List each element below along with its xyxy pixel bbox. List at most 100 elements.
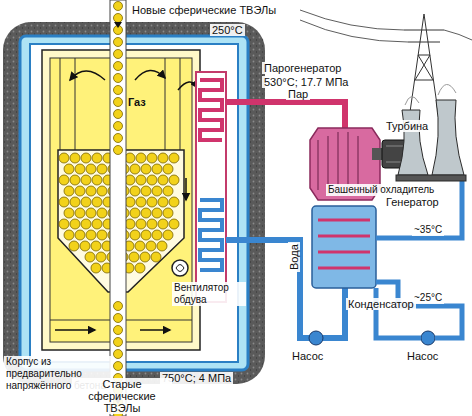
pebble-bed-part xyxy=(85,252,95,262)
pebble-bed-part xyxy=(97,164,107,174)
gas-flow-arrows-part xyxy=(140,329,170,331)
fuel-pipe-part-part xyxy=(114,326,123,335)
pebble-bed-part xyxy=(97,186,107,196)
fuel-pipe-part-part xyxy=(114,134,123,143)
pebble-bed-part xyxy=(75,208,85,218)
callout-label: Вентилятор обдува xyxy=(172,282,246,306)
fuel-pipe-part xyxy=(110,0,126,416)
pebble-bed-part xyxy=(64,208,74,218)
pebble-bed-part xyxy=(135,263,145,273)
pebble-bed-part xyxy=(64,164,74,174)
callout-label: 250°C xyxy=(210,24,245,36)
gas-flow-arrows-part xyxy=(70,71,105,80)
pebble-bed-part xyxy=(141,208,151,218)
core-chamber-part xyxy=(60,58,61,150)
pebble-bed-part xyxy=(86,208,96,218)
pebble-bed-part xyxy=(136,219,146,229)
callout-label: 530°C; 17.7 МПа xyxy=(262,76,350,88)
callout-label: Насос xyxy=(405,350,440,362)
steam-generator-part xyxy=(196,72,226,302)
pebble-bed-part xyxy=(136,175,146,185)
pebble-bed-part xyxy=(130,186,140,196)
fuel-pipe-part-part xyxy=(114,302,123,311)
pebble-bed-part xyxy=(81,197,91,207)
concrete-vessel xyxy=(3,22,265,384)
callout-label: Башенный охладитель xyxy=(326,184,436,196)
pebble-bed-part xyxy=(70,153,80,163)
pebble-bed-part xyxy=(158,197,168,207)
cooling-towers-part xyxy=(432,100,464,175)
callout-label: Генератор xyxy=(384,196,441,208)
pebble-bed-part xyxy=(86,186,96,196)
generator-part xyxy=(386,146,404,147)
water-pipe-part xyxy=(320,288,345,338)
pebble-bed-part xyxy=(75,164,85,174)
pebble-bed-part xyxy=(169,153,179,163)
callout-label: ~25°C xyxy=(412,292,444,304)
pebble-bed-part xyxy=(169,219,179,229)
fuel-pipe-part-part xyxy=(114,86,123,95)
condenser-part xyxy=(312,206,376,288)
fuel-pipe-part-part xyxy=(114,14,123,23)
pebble-bed-part xyxy=(97,208,107,218)
steam-pipe-part xyxy=(226,102,345,128)
gas-flow-arrows-part xyxy=(135,70,165,80)
pebble-bed-part xyxy=(64,186,74,196)
pebble-bed-part xyxy=(130,164,140,174)
fuel-pipe-part-part xyxy=(114,74,123,83)
fuel-pipe-part-part xyxy=(114,314,123,323)
pebble-bed-part xyxy=(59,175,69,185)
core-chamber-part xyxy=(75,58,76,150)
pebble-bed-part xyxy=(157,241,167,251)
pebble-bed-part xyxy=(163,208,173,218)
pebble-bed-part xyxy=(59,197,69,207)
pebble-bed-part xyxy=(75,230,85,240)
pebble-bed-part xyxy=(141,230,151,240)
pebble-bed-part xyxy=(92,153,102,163)
pebble-bed-part xyxy=(147,175,157,185)
fuel-pipe-part-part xyxy=(114,50,123,59)
pebble-bed-part xyxy=(169,175,179,185)
pebble-bed-part xyxy=(152,208,162,218)
pebble-bed-part xyxy=(86,230,96,240)
pebble-bed-part xyxy=(80,241,90,251)
pebble-bed-part xyxy=(59,153,69,163)
fuel-pipe-part-part xyxy=(114,362,123,371)
fan-symbol-part xyxy=(172,260,188,276)
pebble-bed-part xyxy=(158,175,168,185)
callout-label: Парогенератор xyxy=(262,62,343,74)
pebble-bed-part xyxy=(96,252,106,262)
pebble-bed-part xyxy=(81,219,91,229)
pebble-bed-part xyxy=(147,153,157,163)
pebble-bed-part xyxy=(146,241,156,251)
pebble-bed-part xyxy=(70,219,80,229)
pebble-bed-part xyxy=(151,252,161,262)
steam-generator-part xyxy=(200,80,222,140)
fuel-pipe-part-part xyxy=(114,350,123,359)
callout-label: Старые сферические ТВЭЛы xyxy=(72,378,172,414)
pebble-bed-part xyxy=(135,241,145,251)
pebble-bed-part xyxy=(158,219,168,229)
pebble-bed-part xyxy=(163,230,173,240)
concrete-vessel-part xyxy=(20,36,248,370)
fan-symbol-part xyxy=(176,265,184,272)
steam-pipe xyxy=(226,102,345,128)
condenser-part xyxy=(318,220,370,268)
fuel-pipe-part xyxy=(114,22,122,28)
core-chamber-part xyxy=(165,58,166,150)
pebble-bed-part xyxy=(152,164,162,174)
steam-generator xyxy=(196,72,226,302)
gas-flow-arrows-part xyxy=(185,178,187,200)
pebble-bed-part xyxy=(69,241,79,251)
pebble-bed-part xyxy=(141,186,151,196)
fuel-pipe-part-part xyxy=(114,146,123,155)
pebble-bed-part xyxy=(163,186,173,196)
pebble-bed-part xyxy=(64,230,74,240)
cooling-towers-part xyxy=(405,84,456,105)
fuel-pipe-part-part xyxy=(114,98,123,107)
gas-flow-arrows-part xyxy=(55,329,95,331)
pebble-bed-part xyxy=(97,230,107,240)
pump-symbols-part xyxy=(309,331,323,345)
pebble-bed-part xyxy=(158,153,168,163)
fuel-pipe xyxy=(110,0,126,416)
